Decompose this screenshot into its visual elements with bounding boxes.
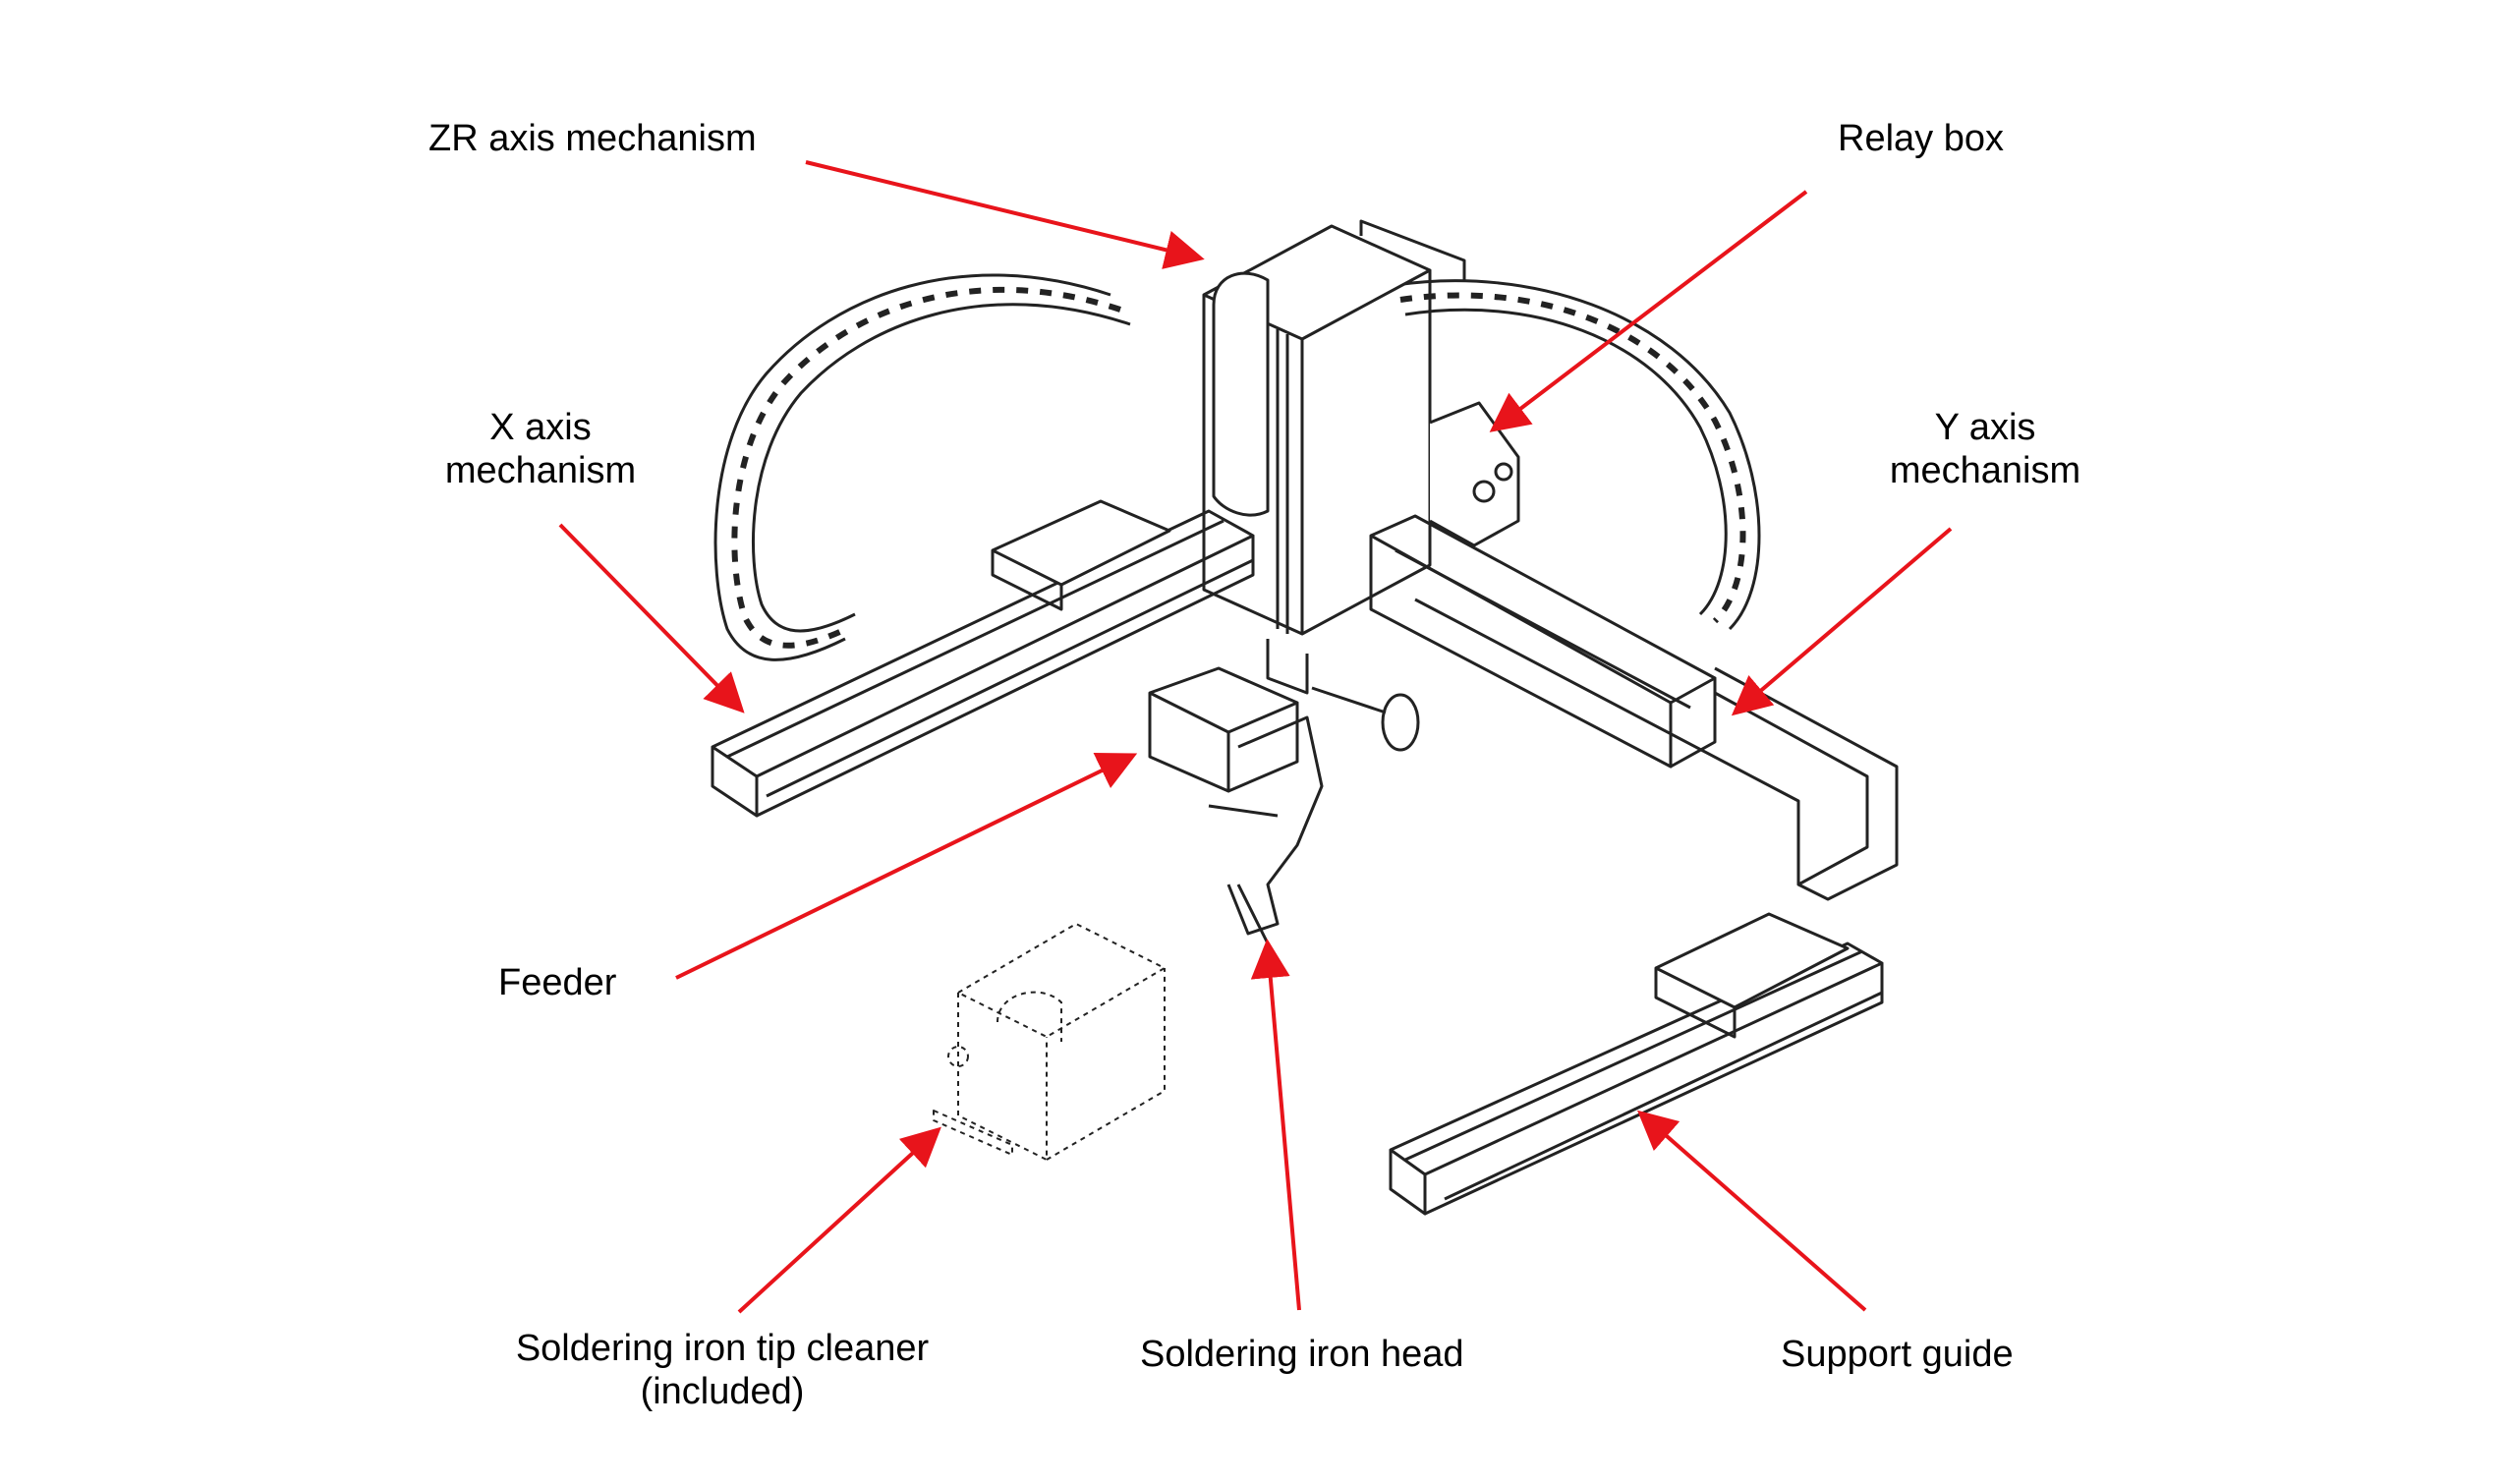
y-axis-arrow — [1731, 527, 1953, 716]
feeder-label: Feeder — [498, 962, 617, 1003]
tip-cleaner-label: Soldering iron tip cleaner (included) — [491, 1327, 953, 1413]
zr-axis-arrow — [805, 160, 1205, 269]
x-axis-rail — [711, 499, 1255, 818]
relay-box-arrow — [1489, 190, 1808, 432]
support-guide-label: Support guide — [1781, 1334, 2014, 1375]
x-cable-chain — [699, 258, 1131, 677]
x-axis-label-line1: X axis — [489, 407, 592, 448]
x-axis-label-line2: mechanism — [444, 450, 637, 491]
x-axis-arrow — [558, 523, 745, 713]
y-axis-label: Y axis mechanism — [1877, 406, 2093, 492]
iron-head-arrow — [1250, 939, 1301, 1311]
support-guide-arrow — [1636, 1110, 1867, 1312]
zr-column — [1202, 219, 1466, 636]
support-guide-rail — [1389, 912, 1884, 1216]
feeder-arrow — [675, 753, 1138, 980]
iron-head-label: Soldering iron head — [1140, 1334, 1464, 1375]
y-cable-chain — [1393, 263, 1776, 642]
zr-axis-label: ZR axis mechanism — [428, 118, 757, 159]
relay-box-drawing — [1429, 401, 1520, 547]
relay-box-label: Relay box — [1838, 118, 2004, 159]
y-axis-label-line2: mechanism — [1889, 450, 2081, 491]
x-axis-label: X axis mechanism — [432, 406, 649, 492]
tip-cleaner-arrow — [737, 1126, 941, 1314]
tip-cleaner-drawing — [933, 923, 1166, 1161]
iron-head-drawing — [1148, 639, 1420, 944]
y-axis-label-line1: Y axis — [1934, 407, 2036, 448]
tip-cleaner-label-line1: Soldering iron tip cleaner — [515, 1328, 930, 1369]
support-frame — [1414, 598, 1899, 901]
tip-cleaner-label-line2: (included) — [640, 1371, 805, 1412]
